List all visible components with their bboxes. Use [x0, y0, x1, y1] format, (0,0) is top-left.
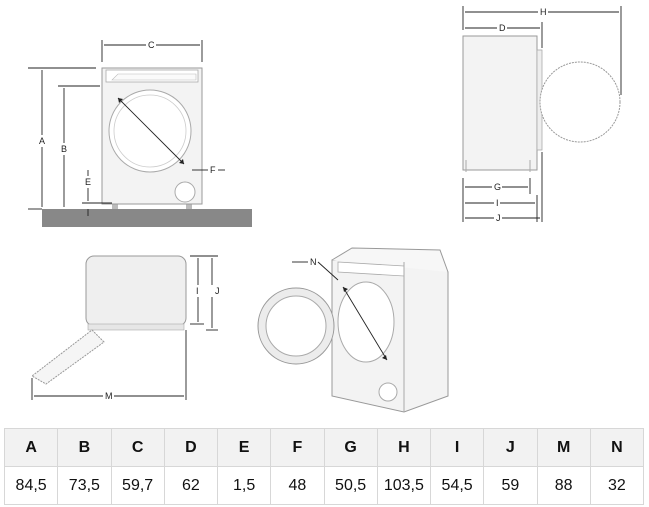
side-door-open [539, 61, 621, 143]
value-cell: 54,5 [429, 466, 485, 505]
value-cell: 32 [589, 466, 645, 505]
value-cell: 59,7 [110, 466, 165, 505]
label-J-side: J [496, 213, 501, 223]
header-cell: B [57, 428, 112, 467]
label-E: E [85, 177, 91, 187]
table-value-row: 84,5 73,5 59,7 62 1,5 48 50,5 103,5 54,5… [3, 466, 645, 505]
header-cell: A [3, 428, 59, 467]
header-cell: M [536, 428, 591, 467]
header-cell: J [483, 428, 538, 467]
foot-left [112, 203, 118, 209]
label-G: G [494, 182, 501, 192]
foot-right [186, 203, 192, 209]
dimension-drawing: F C A B E H [28, 6, 622, 413]
header-cell: N [589, 428, 645, 467]
value-cell: 84,5 [3, 466, 59, 505]
header-cell: H [376, 428, 432, 467]
label-M: M [105, 391, 113, 401]
floor [42, 209, 252, 227]
door [108, 89, 192, 173]
header-cell: C [110, 428, 165, 467]
label-B: B [61, 144, 67, 154]
value-cell: 103,5 [376, 466, 432, 505]
value-cell: 59 [483, 466, 538, 505]
value-cell: 73,5 [57, 466, 112, 505]
header-cell: F [270, 428, 325, 467]
label-H: H [540, 7, 547, 17]
label-D: D [499, 23, 506, 33]
door-swing [31, 329, 105, 385]
value-cell: 1,5 [216, 466, 272, 505]
table-header-row: A B C D E F G H I J M N [3, 428, 645, 467]
header-cell: E [216, 428, 272, 467]
value-cell: 48 [270, 466, 325, 505]
side-view: H D G I J [462, 6, 622, 223]
top-view: I J M [31, 255, 220, 401]
header-cell: G [323, 428, 378, 467]
front-view: F C A B E [28, 40, 252, 227]
value-cell: 88 [536, 466, 591, 505]
label-N: N [310, 257, 317, 267]
label-I-side: I [496, 198, 499, 208]
label-A: A [39, 136, 45, 146]
value-cell: 62 [163, 466, 219, 505]
label-C: C [148, 40, 155, 50]
top-body [85, 255, 187, 327]
label-F: F [210, 165, 216, 175]
side-body [462, 35, 538, 171]
value-cell: 50,5 [323, 466, 378, 505]
filter-hatch [174, 181, 196, 203]
label-J-top: J [215, 286, 220, 296]
header-cell: I [429, 428, 485, 467]
perspective-door-glass [337, 281, 395, 363]
dimensions-table: A B C D E F G H I J M N 84,5 73,5 59,7 6… [3, 428, 645, 505]
perspective-view: N [257, 247, 449, 413]
label-I-top: I [196, 286, 199, 296]
header-cell: D [163, 428, 219, 467]
